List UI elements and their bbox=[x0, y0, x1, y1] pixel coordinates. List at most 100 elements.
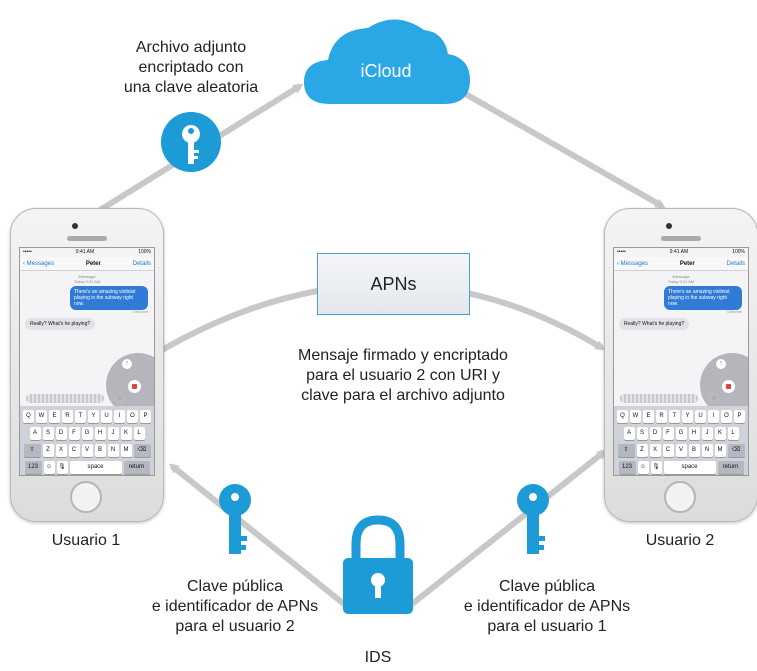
keyboard-row: 123 ☺ 🎙 space return bbox=[20, 461, 154, 474]
key-h[interactable]: H bbox=[688, 427, 700, 440]
key-w[interactable]: W bbox=[630, 410, 641, 423]
key-i[interactable]: I bbox=[114, 410, 125, 423]
key-r[interactable]: R bbox=[62, 410, 73, 423]
shift-key[interactable]: ⇧ bbox=[23, 444, 41, 457]
phone-user1: ••••• 9:41 AM 100% ‹ Messages Peter Deta… bbox=[10, 208, 164, 522]
home-button[interactable] bbox=[664, 481, 696, 513]
speaker-grille bbox=[67, 236, 107, 241]
stop-record-icon[interactable] bbox=[128, 380, 141, 393]
phone-user2: ••••• 9:41 AM 100% ‹ Messages Peter Deta… bbox=[604, 208, 757, 522]
delivered-label: Delivered bbox=[133, 310, 148, 314]
key-q[interactable]: Q bbox=[23, 410, 34, 423]
space-key[interactable]: space bbox=[69, 461, 122, 474]
key-u[interactable]: U bbox=[101, 410, 112, 423]
key-u[interactable]: U bbox=[695, 410, 706, 423]
key-a[interactable]: A bbox=[29, 427, 41, 440]
contact-name: Peter bbox=[679, 261, 695, 267]
key-w[interactable]: W bbox=[36, 410, 47, 423]
camera-icon bbox=[666, 223, 672, 229]
key-x[interactable]: X bbox=[55, 444, 67, 457]
arrow-icloud-to-user2 bbox=[440, 76, 666, 209]
key-k[interactable]: K bbox=[714, 427, 726, 440]
key-a[interactable]: A bbox=[623, 427, 635, 440]
key-k[interactable]: K bbox=[120, 427, 132, 440]
key-j[interactable]: J bbox=[701, 427, 713, 440]
key-r[interactable]: R bbox=[656, 410, 667, 423]
mic-key[interactable]: 🎙 bbox=[56, 461, 68, 474]
return-key[interactable]: return bbox=[123, 461, 150, 474]
key-t[interactable]: T bbox=[669, 410, 680, 423]
incoming-bubble: Really? What's he playing? bbox=[25, 318, 96, 330]
numbers-key[interactable]: 123 bbox=[618, 461, 636, 474]
key-f[interactable]: F bbox=[68, 427, 80, 440]
key-p[interactable]: P bbox=[734, 410, 745, 423]
ids-label: IDS bbox=[364, 649, 392, 666]
stop-record-icon[interactable] bbox=[722, 380, 735, 393]
key-b[interactable]: B bbox=[688, 444, 700, 457]
key-s[interactable]: S bbox=[636, 427, 648, 440]
details-button[interactable]: Details bbox=[132, 261, 151, 267]
key-g[interactable]: G bbox=[81, 427, 93, 440]
messages-navbar: ‹ Messages Peter Details bbox=[20, 257, 154, 271]
apns-label: APNs bbox=[370, 273, 417, 294]
key-j[interactable]: J bbox=[107, 427, 119, 440]
key-n[interactable]: N bbox=[701, 444, 713, 457]
key-d[interactable]: D bbox=[649, 427, 661, 440]
contact-name: Peter bbox=[85, 261, 101, 267]
key-g[interactable]: G bbox=[675, 427, 687, 440]
message-meta: iMessage Today 9:41 AM bbox=[667, 274, 695, 284]
delete-key[interactable]: ⌫ bbox=[727, 444, 745, 457]
key-s[interactable]: S bbox=[42, 427, 54, 440]
key-c[interactable]: C bbox=[68, 444, 80, 457]
key-l[interactable]: L bbox=[727, 427, 739, 440]
mic-key[interactable]: 🎙 bbox=[650, 461, 662, 474]
icloud-label: iCloud bbox=[360, 61, 411, 81]
key-o[interactable]: O bbox=[721, 410, 732, 423]
emoji-key[interactable]: ☺ bbox=[43, 461, 55, 474]
key-l[interactable]: L bbox=[133, 427, 145, 440]
phone-screen: ••••• 9:41 AM 100% ‹ Messages Peter Deta… bbox=[613, 247, 749, 476]
key-h[interactable]: H bbox=[94, 427, 106, 440]
key-e[interactable]: E bbox=[49, 410, 60, 423]
key-n[interactable]: N bbox=[107, 444, 119, 457]
key-y[interactable]: Y bbox=[682, 410, 693, 423]
key-m[interactable]: M bbox=[120, 444, 132, 457]
back-button[interactable]: ‹ Messages bbox=[617, 261, 649, 267]
key-c[interactable]: C bbox=[662, 444, 674, 457]
key-b[interactable]: B bbox=[94, 444, 106, 457]
key-f[interactable]: F bbox=[662, 427, 674, 440]
key-q[interactable]: Q bbox=[617, 410, 628, 423]
key-o[interactable]: O bbox=[127, 410, 138, 423]
space-key[interactable]: space bbox=[663, 461, 716, 474]
key-z[interactable]: Z bbox=[636, 444, 648, 457]
key-v[interactable]: V bbox=[81, 444, 93, 457]
numbers-key[interactable]: 123 bbox=[24, 461, 42, 474]
key-m[interactable]: M bbox=[714, 444, 726, 457]
key-e[interactable]: E bbox=[643, 410, 654, 423]
send-up-icon[interactable]: ↑ bbox=[122, 359, 132, 369]
details-button[interactable]: Details bbox=[726, 261, 745, 267]
key-z[interactable]: Z bbox=[42, 444, 54, 457]
back-button[interactable]: ‹ Messages bbox=[23, 261, 55, 267]
key-icon bbox=[219, 484, 251, 554]
send-up-icon[interactable]: ↑ bbox=[716, 359, 726, 369]
key-p[interactable]: P bbox=[140, 410, 151, 423]
return-key[interactable]: return bbox=[717, 461, 744, 474]
key-i[interactable]: I bbox=[708, 410, 719, 423]
delete-key[interactable]: ⌫ bbox=[133, 444, 151, 457]
key-d[interactable]: D bbox=[55, 427, 67, 440]
home-button[interactable] bbox=[70, 481, 102, 513]
key-y[interactable]: Y bbox=[88, 410, 99, 423]
key-v[interactable]: V bbox=[675, 444, 687, 457]
shift-key[interactable]: ⇧ bbox=[617, 444, 635, 457]
key-x[interactable]: X bbox=[649, 444, 661, 457]
emoji-key[interactable]: ☺ bbox=[637, 461, 649, 474]
key-t[interactable]: T bbox=[75, 410, 86, 423]
